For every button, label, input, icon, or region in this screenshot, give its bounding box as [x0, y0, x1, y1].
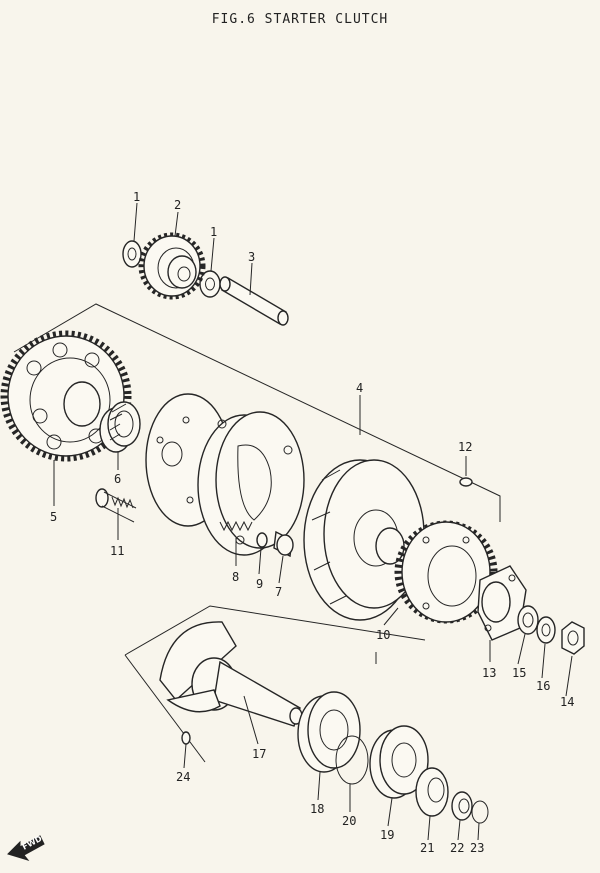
callout-19: 19	[380, 828, 394, 842]
callout-12: 12	[458, 440, 472, 454]
callout-labels: 1 2 1 3 4 5 6 7 8 9 10 11 12 13 14 15 16…	[50, 190, 574, 855]
needle-bearing-6	[99, 401, 141, 453]
assembly-bracket-upper	[13, 303, 501, 522]
lock-washer-16	[536, 616, 556, 644]
figure-title: FIG.6 STARTER CLUTCH	[211, 12, 389, 27]
callout-1b: 1	[210, 225, 217, 239]
oil-seal-21	[415, 767, 449, 817]
callout-22: 22	[450, 841, 464, 855]
callout-2: 2	[174, 198, 181, 212]
callout-1a: 1	[133, 190, 140, 204]
callout-4: 4	[356, 381, 363, 395]
hub-13	[477, 565, 527, 641]
roller-7	[273, 530, 294, 558]
starter-driven-gear-5	[0, 330, 132, 462]
callout-5: 5	[50, 510, 57, 524]
fwd-arrow-icon: FWD	[7, 834, 45, 861]
bearing-19	[369, 725, 429, 799]
leader-lines	[53, 202, 573, 841]
key-12	[459, 477, 473, 487]
washer-15	[517, 605, 539, 635]
idler-shaft-3	[219, 276, 289, 326]
nut-14	[561, 621, 585, 655]
shaft-17	[159, 621, 303, 727]
callout-18: 18	[310, 802, 324, 816]
plunger-9	[256, 532, 268, 548]
callout-8: 8	[232, 570, 239, 584]
key-24	[181, 731, 191, 745]
callout-6: 6	[114, 472, 121, 486]
starter-gear-10	[394, 520, 498, 624]
assembly-bracket-lower	[124, 605, 426, 763]
callout-20: 20	[342, 814, 356, 828]
callout-10: 10	[376, 628, 390, 642]
callout-9: 9	[256, 577, 263, 591]
callout-7: 7	[275, 585, 282, 599]
clutch-body	[197, 411, 305, 556]
callout-14: 14	[560, 695, 574, 709]
spacer-22	[451, 791, 473, 821]
callout-3: 3	[248, 250, 255, 264]
callout-15: 15	[512, 666, 526, 680]
callout-16: 16	[536, 679, 550, 693]
bearing-18	[297, 691, 361, 773]
o-ring-23	[471, 800, 489, 824]
thrust-washer-1a	[122, 240, 142, 268]
spring-8	[219, 520, 253, 532]
callout-23: 23	[470, 841, 484, 855]
allen-bolt-11	[95, 488, 137, 523]
callout-21: 21	[420, 841, 434, 855]
callout-24: 24	[176, 770, 190, 784]
circlip-20	[335, 735, 369, 785]
idler-gear-2	[138, 232, 206, 300]
callout-17: 17	[252, 747, 266, 761]
callout-13: 13	[482, 666, 496, 680]
callout-11: 11	[110, 544, 124, 558]
